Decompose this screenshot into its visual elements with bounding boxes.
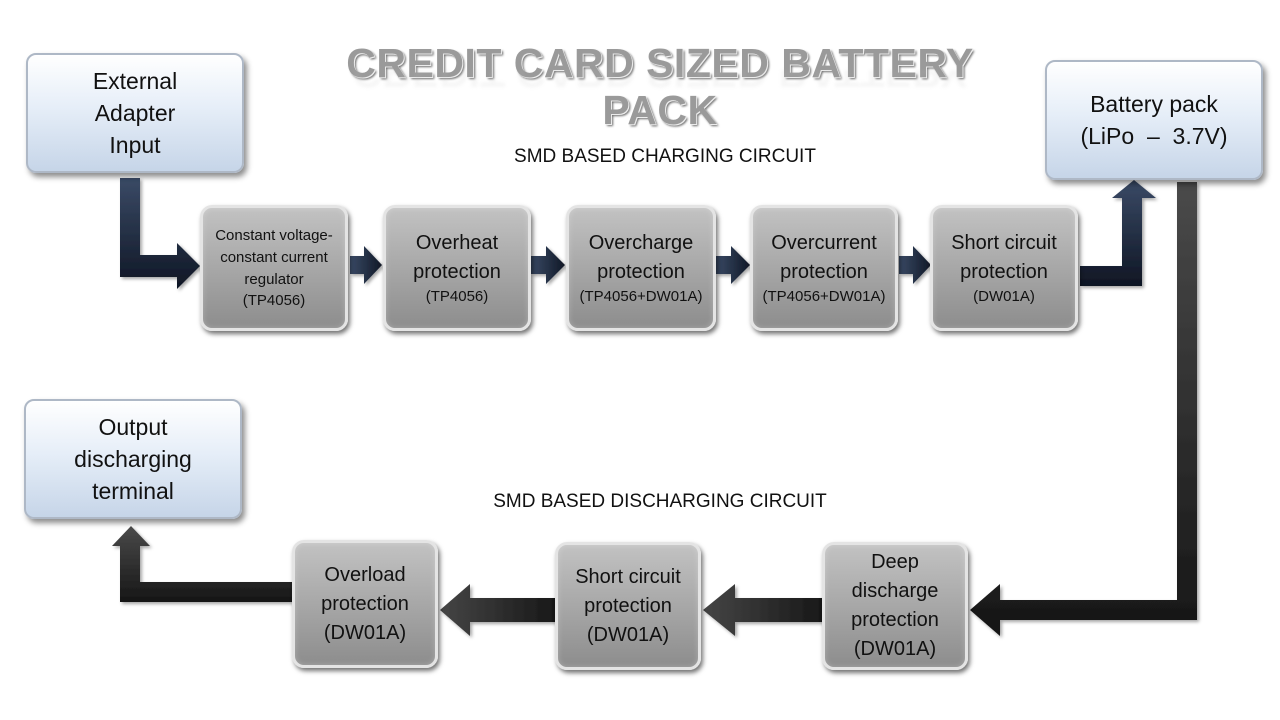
block-line: protection <box>584 594 672 617</box>
block-chip: (TP4056) <box>425 288 489 305</box>
battery-pack-node: Battery pack (LiPo – 3.7V) <box>1045 60 1263 180</box>
overload-protection-block: Overload protection (DW01A) <box>292 540 438 668</box>
arrow-overcurrent-to-short-circuit <box>899 246 931 284</box>
arrow-overheat-to-overcharge <box>531 246 565 284</box>
node-line: discharging <box>74 446 192 472</box>
block-line: protection <box>960 261 1048 283</box>
block-chip: (TP4056+DW01A) <box>579 288 703 305</box>
block-line: regulator <box>244 271 304 288</box>
node-line: Input <box>109 132 161 158</box>
block-line: protection <box>851 609 939 631</box>
arrow-overcharge-to-overcurrent <box>716 246 750 284</box>
node-line: (LiPo – 3.7V) <box>1080 123 1228 149</box>
diagram-title-reflection: CREDIT CARD SIZED BATTERY PACK <box>352 70 968 96</box>
charging-section-label: SMD BASED CHARGING CIRCUIT <box>514 146 816 167</box>
block-line: Overcurrent <box>771 232 877 254</box>
block-line: Deep <box>871 551 919 573</box>
arrow-deep-discharge-to-short-circuit <box>703 584 823 636</box>
block-chip: (DW01A) <box>853 638 937 660</box>
block-chip: (TP4056+DW01A) <box>762 288 886 305</box>
arrow-overload-to-output <box>112 526 292 602</box>
external-adapter-input-node: External Adapter Input <box>26 53 244 173</box>
block-line: Overcharge <box>588 232 694 254</box>
diagram-title: CREDIT CARD SIZED BATTERY PACK <box>346 40 974 133</box>
block-chip: (DW01A) <box>323 621 407 644</box>
block-chip: (TP4056) <box>242 292 306 309</box>
node-line: Output <box>98 414 168 440</box>
discharging-section-label: SMD BASED DISCHARGING CIRCUIT <box>493 491 827 512</box>
block-chip: (DW01A) <box>973 288 1035 305</box>
block-line: discharge <box>851 580 939 602</box>
block-line: Overload <box>324 563 406 586</box>
charging-short-circuit-protection-block: Short circuit protection (DW01A) <box>930 205 1078 331</box>
node-line: External <box>92 68 178 94</box>
node-line: Battery pack <box>1090 91 1218 117</box>
arrow-short-circuit-to-overload <box>440 584 556 636</box>
output-discharging-terminal-node: Output discharging terminal <box>24 399 242 519</box>
overcurrent-protection-block: Overcurrent protection (TP4056+DW01A) <box>750 205 898 331</box>
block-line: protection <box>597 261 685 283</box>
block-line: protection <box>413 261 501 283</box>
block-line: Short circuit <box>951 232 1057 254</box>
block-line: Short circuit <box>575 565 681 588</box>
block-line: Constant voltage- <box>215 227 333 244</box>
node-line: terminal <box>92 478 174 504</box>
deep-discharge-protection-block: Deep discharge protection (DW01A) <box>822 542 968 670</box>
arrow-regulator-to-overheat <box>350 246 382 284</box>
block-line: protection <box>321 592 409 615</box>
arrow-battery-to-deep-discharge <box>970 182 1197 636</box>
overcharge-protection-block: Overcharge protection (TP4056+DW01A) <box>566 205 716 331</box>
discharging-short-circuit-protection-block: Short circuit protection (DW01A) <box>555 542 701 670</box>
arrow-adapter-to-regulator <box>120 178 200 289</box>
block-chip: (DW01A) <box>586 623 670 646</box>
node-line: Adapter <box>94 100 176 126</box>
block-line: Overheat <box>415 232 499 254</box>
constant-voltage-current-regulator-block: Constant voltage- constant current regul… <box>200 205 348 331</box>
block-line: protection <box>780 261 868 283</box>
block-line: constant current <box>220 249 328 266</box>
overheat-protection-block: Overheat protection (TP4056) <box>383 205 531 331</box>
arrow-short-circuit-to-battery <box>1080 180 1156 286</box>
